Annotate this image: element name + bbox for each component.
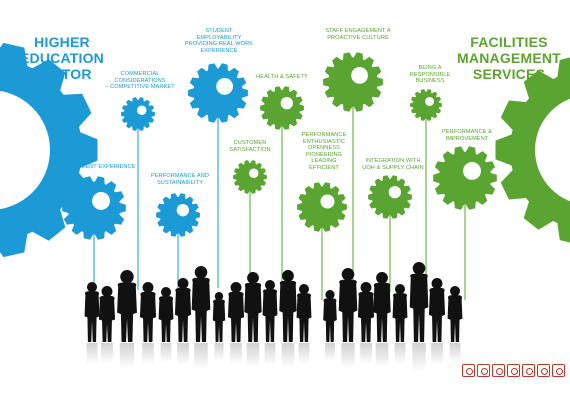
gear-responsible-business-icon [410, 89, 442, 121]
partner-logo-1-icon [462, 364, 475, 377]
person-silhouette [410, 262, 429, 342]
label-integration-uoh: INTEGRATION WITH UOH & SUPPLY CHAIN [359, 158, 427, 171]
person-silhouette [429, 278, 445, 342]
gear-performance-improvement-icon [433, 146, 497, 209]
person-silhouette [85, 282, 100, 342]
person-silhouette [228, 282, 244, 342]
person-silhouette [263, 280, 278, 342]
label-performance-improvement: PERFORMANCE & IMPROVEMENT [436, 129, 498, 142]
person-silhouette [140, 282, 156, 342]
person-silhouette [159, 287, 174, 342]
partner-logo-5-icon [522, 364, 535, 377]
gear-integration-uoh-icon [368, 175, 412, 219]
person-silhouette [244, 272, 261, 342]
partner-logo-4-icon [507, 364, 520, 377]
gear-health-safety-icon [260, 86, 304, 130]
person-silhouette [393, 284, 408, 342]
person-silhouette [192, 266, 211, 342]
person-silhouette [339, 268, 358, 342]
person-silhouette [323, 290, 337, 342]
gear-staff-engagement-icon [323, 52, 383, 112]
label-performance-sustainability: PERFORMANCE AND SUSTAINABILITY [146, 173, 214, 186]
partner-logo-2-icon [477, 364, 490, 377]
person-silhouette [175, 278, 191, 342]
label-performance-enthusiastic: PERFORMANCE ENTHUSIASTIC OPENNESS PIONEE… [290, 132, 358, 172]
label-customer-satisfaction: CUSTOMER SATISFACTION [225, 140, 275, 153]
person-silhouette [117, 270, 137, 342]
person-silhouette [358, 282, 374, 342]
gear-performance-enthusiastic-icon [297, 182, 347, 232]
person-silhouette [213, 292, 225, 342]
label-responsible-business: BEING A RESPONSIBLE BUSINESS [404, 65, 456, 85]
person-silhouette [448, 286, 463, 342]
person-silhouette [297, 284, 312, 342]
crowd-silhouette [85, 262, 463, 342]
person-silhouette [99, 286, 115, 342]
label-commercial-considerations: COMMERCIAL CONSIDERATIONS – COMPETITIVE … [100, 71, 180, 91]
gear-commercial-considerations-icon [121, 97, 155, 131]
person-silhouette [373, 272, 390, 342]
higher-education-sector-title: HIGHER EDUCATION SECTOR [12, 34, 112, 82]
facilities-management-services-title: FACILITIES MANAGEMENT SERVICES [453, 34, 565, 82]
label-student-experience: THE STUDENT EXPERIENCE [54, 164, 138, 171]
label-staff-engagement: STAFF ENGAGEMENT A PROACTIVE CULTURE [320, 28, 396, 41]
crowd-reflection [87, 343, 461, 371]
gear-performance-sustainability-icon [156, 193, 200, 237]
partner-logo-3-icon [492, 364, 505, 377]
footer-partner-icons [462, 364, 567, 378]
label-student-employability: STUDENT EMPLOYABILITY PROVIDING REAL WOR… [183, 28, 255, 54]
label-health-safety: HEALTH & SAFETY [252, 74, 312, 81]
gear-student-employability-icon [188, 63, 248, 123]
partner-logo-7-icon [552, 364, 565, 377]
gear-customer-satisfaction-icon [233, 160, 267, 194]
partner-logo-6-icon [537, 364, 550, 377]
